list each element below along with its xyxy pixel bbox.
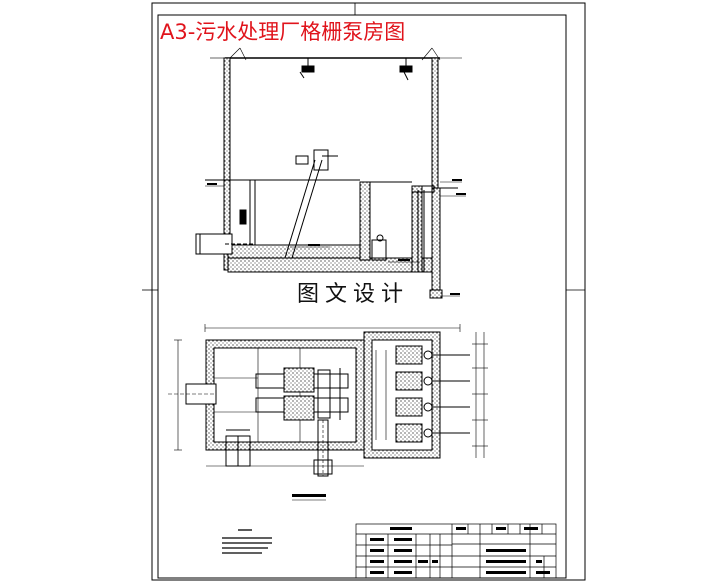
plan-view xyxy=(168,324,488,501)
submersible-pumps xyxy=(375,345,470,443)
title-block xyxy=(355,523,557,579)
pump-riser xyxy=(411,185,458,272)
drawing-title: A3-污水处理厂格栅泵房图 xyxy=(160,20,406,44)
inlet-pipe xyxy=(195,233,255,255)
title-block-entries xyxy=(370,527,550,574)
right-wall xyxy=(431,57,439,189)
centering-marks xyxy=(142,3,585,291)
mechanical-screens xyxy=(255,367,349,421)
general-notes xyxy=(222,529,272,554)
hoist-left xyxy=(299,58,315,79)
watermark-text: 图文设计 xyxy=(277,280,429,310)
outer-border xyxy=(151,2,586,581)
section-view xyxy=(195,47,466,299)
left-wall xyxy=(223,57,231,271)
inclined-bar-screen xyxy=(284,149,338,259)
hoist-right xyxy=(399,58,413,81)
